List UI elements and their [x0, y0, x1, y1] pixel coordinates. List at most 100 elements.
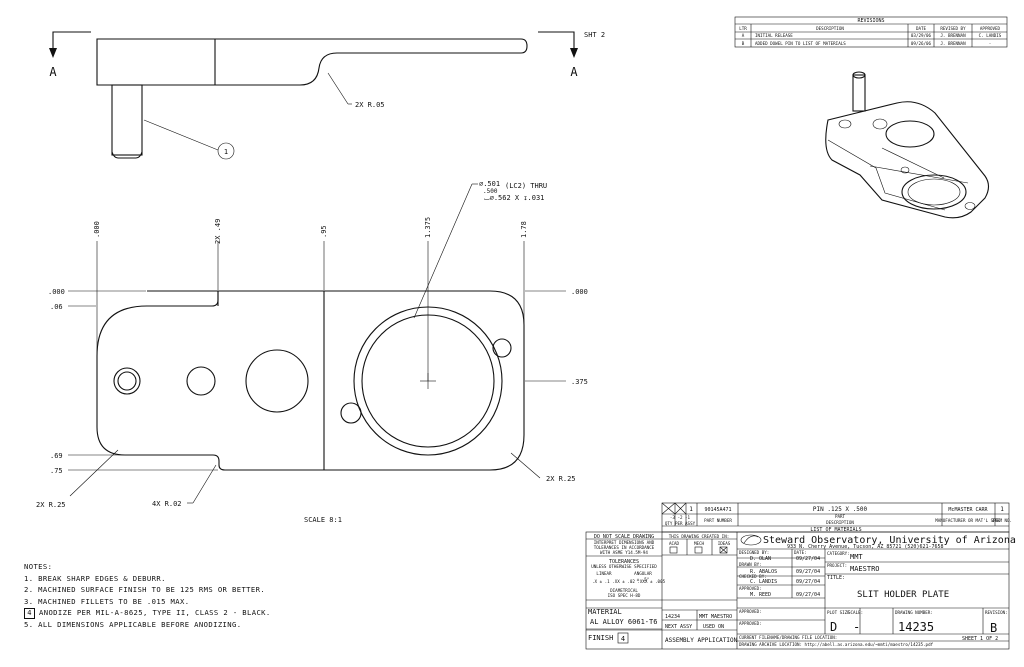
radius-left: 2X R.25	[36, 501, 66, 509]
tb-scale: -	[853, 620, 860, 634]
dimension-lines	[68, 241, 566, 471]
dim-x4: 1.78	[520, 221, 528, 238]
tb-acad-checkbox	[669, 546, 678, 554]
hole-callout-line3: (LC2) THRU	[505, 182, 547, 190]
tb-checked-by: C. LANDIS	[750, 579, 777, 585]
rev-b-date: 09/26/06	[911, 41, 932, 46]
tb-iso: ISO SPEC H-8D	[608, 593, 641, 598]
tb-project: MAESTRO	[850, 565, 880, 573]
bom-item-label: ITEM NO.	[992, 518, 1012, 523]
bom-part-label: PART NUMBER	[704, 518, 732, 523]
rev-a-date: 03/29/06	[911, 33, 932, 38]
tb-lin-vals: .X ± .1 .XX ± .02 .XXX ± .005	[592, 579, 666, 584]
radius-callouts: 2X R.25 4X R.02 2X R.25	[36, 449, 576, 509]
plan-view	[96, 241, 525, 471]
hole-callout-line4: ⌴⌀.562 X ↧.031	[484, 194, 544, 202]
tb-assy-name: MMT MAESTRO	[699, 614, 732, 620]
rev-header-ltr: LTR	[739, 26, 747, 31]
dim-y5: .75	[50, 467, 63, 475]
tb-drawn-label: DRAWN BY:	[739, 562, 762, 567]
tb-ideas: IDEAS	[718, 541, 731, 546]
bom-qty-label: QTY PER ASSY	[665, 521, 696, 526]
bom-vendor-label: MANUFACTURER OR MAT'L SPEC	[935, 518, 1001, 523]
balloon-1	[217, 142, 235, 160]
dim-y0: .000	[48, 288, 65, 296]
dim-y1: .06	[50, 303, 63, 311]
rev-header-date: DATE	[916, 26, 927, 31]
rev-header-approved: APPROVED	[980, 26, 1001, 31]
tb-interpret2: TOLERANCES IN ACCORDANCE	[594, 545, 655, 550]
tb-checked-date: 09/27/04	[796, 579, 820, 585]
tb-rev-label: REVISION:	[985, 610, 1008, 615]
note-4-flag: 4	[24, 608, 35, 619]
hole-callout-line1: ⌀.501	[479, 180, 500, 188]
note-4-row: 4 ANODIZE PER MIL-A-8625, TYPE II, CLASS …	[24, 607, 271, 619]
tb-drawn-date: 09/27/04	[796, 569, 820, 575]
tb-dwg-no: 14235	[898, 620, 934, 634]
tb-plot-size: D	[830, 620, 837, 634]
radius-inner: 4X R.02	[152, 500, 182, 508]
rev-header-revised-by: REVISED BY	[940, 26, 966, 31]
section-letter-right: A	[570, 65, 578, 79]
note-1: 1. BREAK SHARP EDGES & DEBURR.	[24, 573, 166, 583]
tb-category-label: CATEGORY:	[827, 551, 850, 556]
tb-drawn-by: R. ABALOS	[750, 569, 777, 575]
tb-mech: MECH	[694, 541, 705, 546]
tb-do-not-scale: DO NOT SCALE DRAWING	[594, 534, 654, 540]
tb-org: Steward Observatory, University of Arizo…	[763, 535, 1016, 546]
dim-x0: .000	[93, 221, 101, 238]
section-arrow-left: A	[49, 31, 91, 79]
rev-b-description: ADDED DOWEL PIN TO LIST OF MATERIALS	[755, 41, 846, 46]
tb-material: AL ALLOY 6061-T6	[590, 618, 657, 626]
title-block: DO NOT SCALE DRAWING INTERPRET DIMENSION…	[585, 531, 1016, 650]
dim-x2: .95	[320, 225, 328, 238]
tb-date-label: DATE:	[794, 550, 807, 555]
tb-finish-flag-box	[617, 632, 629, 644]
scale-label: SCALE 8:1	[304, 516, 342, 524]
tb-approved3-label: APPROVED:	[739, 621, 762, 626]
bom-item-no: 1	[1000, 506, 1004, 513]
tb-next-assy: NEXT ASSY	[665, 624, 692, 630]
dimension-labels: .000 2X .49 .95 1.375 1.78 .000 .06 .000…	[48, 217, 588, 475]
rev-a-revised-by: J. BRENNAN	[940, 33, 966, 38]
tb-rev: B	[990, 621, 997, 635]
sheet-reference: SHT 2	[584, 31, 605, 39]
tb-finish-label: FINISH	[588, 634, 613, 642]
rev-b-approved: -	[989, 41, 992, 46]
tb-used-on: USED ON	[703, 624, 724, 630]
tb-title-label: TITLE:	[827, 575, 845, 581]
tb-ang-val: ± .5°	[637, 577, 650, 582]
note-2: 2. MACHINED SURFACE FINISH TO BE 125 RMS…	[24, 585, 266, 594]
note-4: ANODIZE PER MIL-A-8625, TYPE II, CLASS 2…	[39, 608, 271, 617]
rev-a-approved: C. LANDIS	[979, 33, 1002, 38]
dim-y2: .000	[571, 288, 588, 296]
hole-callout: ⌀.501 .500 (LC2) THRU ⌴⌀.562 X ↧.031	[413, 180, 547, 319]
balloon-1-label: 1	[224, 148, 228, 156]
top-view: 2X R.05 1	[96, 38, 528, 160]
tb-interpret1: INTERPRET DIMENSIONS AND	[594, 540, 655, 545]
tb-diametrical: DIAMETRICAL	[610, 588, 638, 593]
tb-designed-label: DESIGNED BY:	[739, 550, 769, 555]
revisions-title: REVISIONS	[857, 18, 884, 24]
revisions-table: REVISIONS LTR DESCRIPTION DATE REVISED B…	[734, 16, 1008, 48]
note-3: 3. MACHINED FILLETS TO BE .015 MAX.	[24, 596, 190, 606]
tb-title: SLIT HOLDER PLATE	[857, 590, 949, 600]
bom-desc-label: DESCRIPTION	[826, 520, 854, 525]
dim-x3: 1.375	[424, 217, 432, 238]
tb-created-in: THIS DRAWING CREATED IN:	[669, 534, 730, 539]
bom-table: 1 90145A471 PIN .125 X .500 McMASTER CAR…	[661, 502, 1012, 533]
tb-sheet: SHEET 1 OF 2	[962, 636, 998, 642]
org-logo-icon	[740, 534, 762, 546]
rev-a-letter: A	[742, 33, 745, 38]
dim-x1: 2X .49	[214, 219, 222, 244]
rev-header-description: DESCRIPTION	[816, 26, 844, 31]
radius-right: 2X R.25	[546, 475, 576, 483]
tb-material-label: MATERIAL	[588, 608, 622, 616]
rev-a-description: INITIAL RELEASE	[755, 33, 793, 38]
tb-mech-checkbox	[694, 546, 703, 554]
tb-acad: ACAD	[669, 541, 680, 546]
rev-b-letter: B	[742, 41, 745, 46]
rev-b-revised-by: J. BRENNAN	[940, 41, 966, 46]
